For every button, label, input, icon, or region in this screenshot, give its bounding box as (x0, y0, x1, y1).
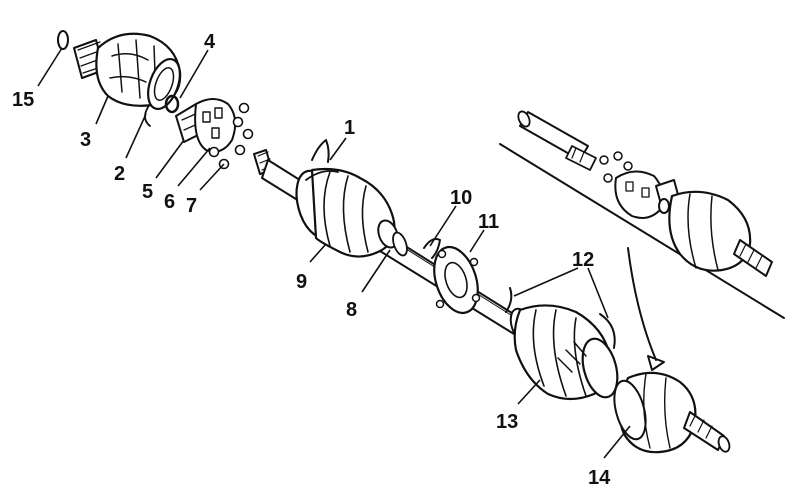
leader-lines (37, 47, 631, 459)
part-15-snap-ring (57, 30, 69, 50)
callout-8: 8 (346, 299, 357, 321)
callout-7: 7 (186, 195, 197, 217)
callout-13: 13 (496, 411, 518, 433)
part-1-boot-clamp (305, 139, 339, 181)
part-7-balls (208, 102, 254, 170)
part-3-outer-race (73, 32, 182, 110)
part-13-boot (509, 304, 619, 401)
callout-11: 11 (478, 211, 499, 233)
part-14-inboard-joint (613, 371, 731, 454)
callout-3: 3 (80, 129, 91, 151)
callout-1: 1 (344, 117, 355, 139)
part-11-damper (433, 245, 481, 315)
part-8-small-clamp (392, 231, 408, 257)
part-12-boot-clamps (505, 287, 616, 349)
callout-2: 2 (114, 163, 125, 185)
callout-labels: 15 3 2 4 5 6 7 1 9 8 10 11 12 13 14 (12, 31, 611, 489)
callout-6: 6 (164, 191, 175, 213)
part-9-boot (295, 167, 399, 258)
part-6-ball-cage (194, 98, 237, 153)
callout-10: 10 (450, 187, 472, 209)
inset-alternate-joint (499, 110, 785, 371)
callout-12: 12 (572, 249, 594, 271)
callout-5: 5 (142, 181, 153, 203)
part-10-band-clamp (423, 238, 441, 259)
callout-15: 15 (12, 89, 34, 111)
part-4-circlip (164, 94, 180, 114)
callout-4: 4 (204, 31, 216, 53)
callout-9: 9 (296, 271, 307, 293)
callout-14: 14 (588, 467, 611, 489)
